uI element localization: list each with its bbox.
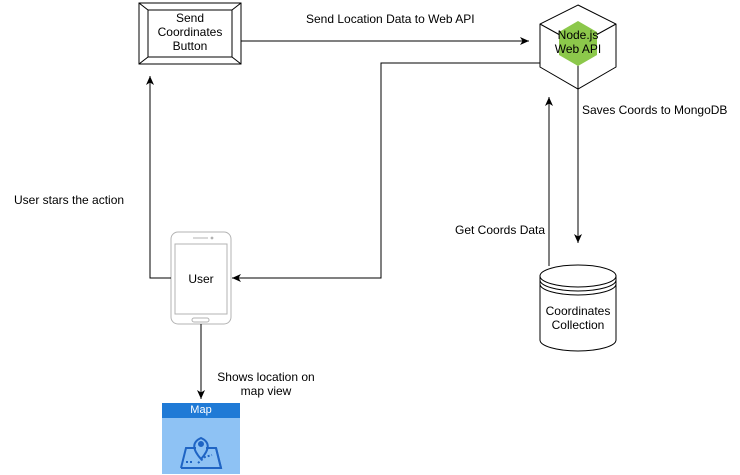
api-label: Node.js Web API [548, 28, 608, 56]
nodejs-web-api-node [539, 4, 617, 90]
map-node [162, 403, 240, 474]
edge-label-user-to-map: Shows location on map view [206, 370, 326, 398]
coordinates-collection-node [539, 264, 617, 352]
collection-label-line1: Coordinates [545, 304, 611, 318]
collection-label-line2: Collection [551, 318, 605, 332]
send-button-label: Send Coordinates Button [148, 11, 232, 53]
map-pin-icon [180, 436, 223, 469]
send-button-label-line2: Coordinates [157, 25, 223, 39]
collection-label: Coordinates Collection [538, 304, 618, 332]
edge-label-db-to-api: Get Coords Data [455, 223, 546, 237]
edge-label-api-to-db: Saves Coords to MongoDB [582, 103, 728, 117]
user-label: User [188, 272, 214, 286]
edge-user-to-button [146, 76, 171, 279]
send-button-label-line1: Send [175, 11, 205, 25]
edge-label-user-to-map-line2: map view [240, 384, 292, 398]
user-phone-node [170, 231, 232, 325]
edge-api-to-user [232, 62, 540, 282]
send-coordinates-button-node [138, 2, 242, 65]
edge-label-user-to-button: User stars the action [14, 193, 125, 207]
edges [146, 37, 582, 399]
edge-label-user-to-map-line1: Shows location on [217, 370, 315, 384]
nodejs-logo-icon [559, 21, 597, 66]
send-button-label-line3: Button [172, 39, 208, 53]
edge-label-send-to-api: Send Location Data to Web API [306, 12, 475, 26]
api-label-line2: Web API [554, 42, 602, 56]
api-label-line1: Node.js [557, 28, 599, 42]
map-title: Map [190, 404, 212, 416]
